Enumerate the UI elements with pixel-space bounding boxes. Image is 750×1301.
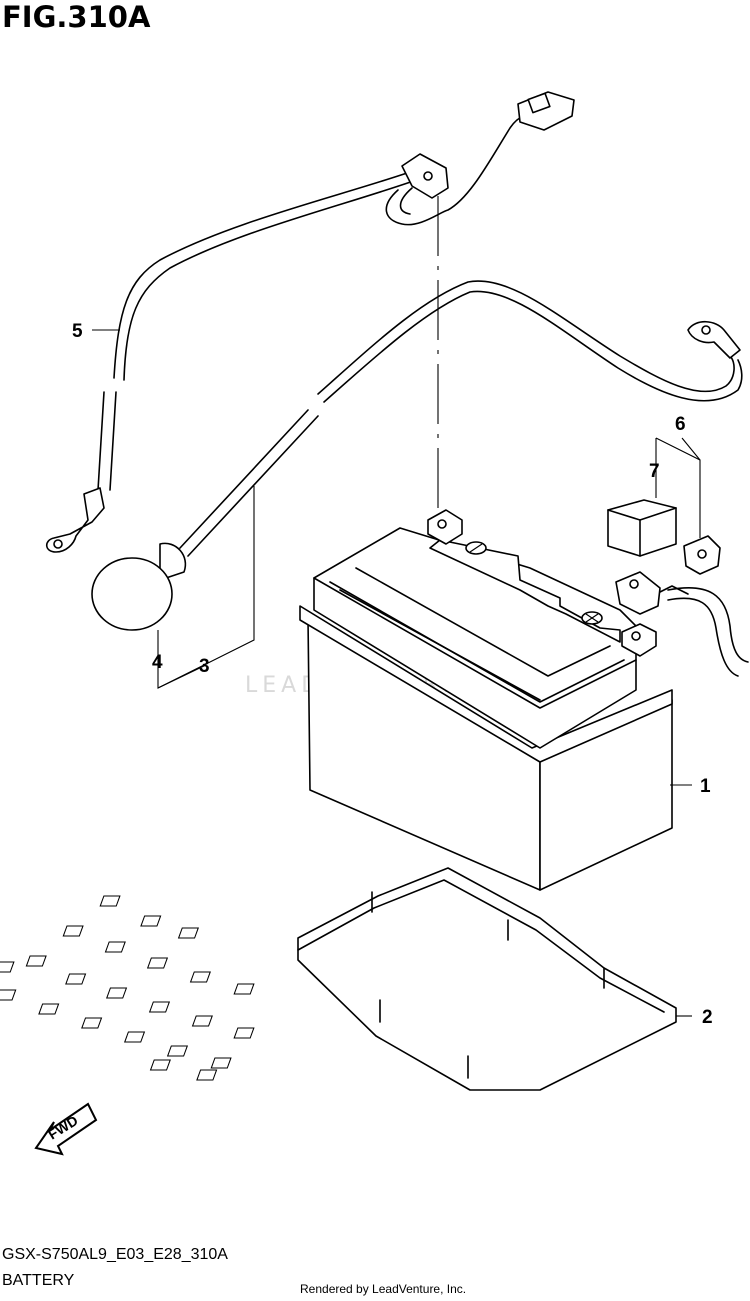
diagram-code: GSX-S750AL9_E03_E28_310A	[2, 1246, 228, 1263]
battery[interactable]	[299, 509, 673, 891]
render-credit: Rendered by LeadVenture, Inc.	[300, 1282, 467, 1296]
callout-7[interactable]: 7	[649, 461, 660, 482]
positive-cable-3[interactable]	[91, 280, 743, 631]
terminal-cover-4[interactable]	[91, 542, 187, 631]
figure-title: FIG.310A	[2, 0, 151, 34]
section-name: BATTERY	[2, 1272, 75, 1289]
ground-cable-5[interactable]	[45, 91, 575, 553]
callout-leaders	[92, 329, 701, 1017]
sub-lead-6[interactable]	[607, 499, 749, 677]
callout-1[interactable]: 1	[700, 776, 711, 797]
fuse-cap-7[interactable]	[607, 499, 677, 557]
callout-3[interactable]: 3	[199, 656, 210, 677]
callout-6[interactable]: 6	[675, 414, 686, 435]
tray-slots	[0, 895, 255, 1081]
callout-5[interactable]: 5	[72, 321, 83, 342]
battery-tray[interactable]	[0, 867, 677, 1091]
callout-2[interactable]: 2	[702, 1007, 713, 1028]
fwd-arrow-icon: FWD	[34, 1102, 98, 1156]
callout-4[interactable]: 4	[152, 652, 163, 673]
